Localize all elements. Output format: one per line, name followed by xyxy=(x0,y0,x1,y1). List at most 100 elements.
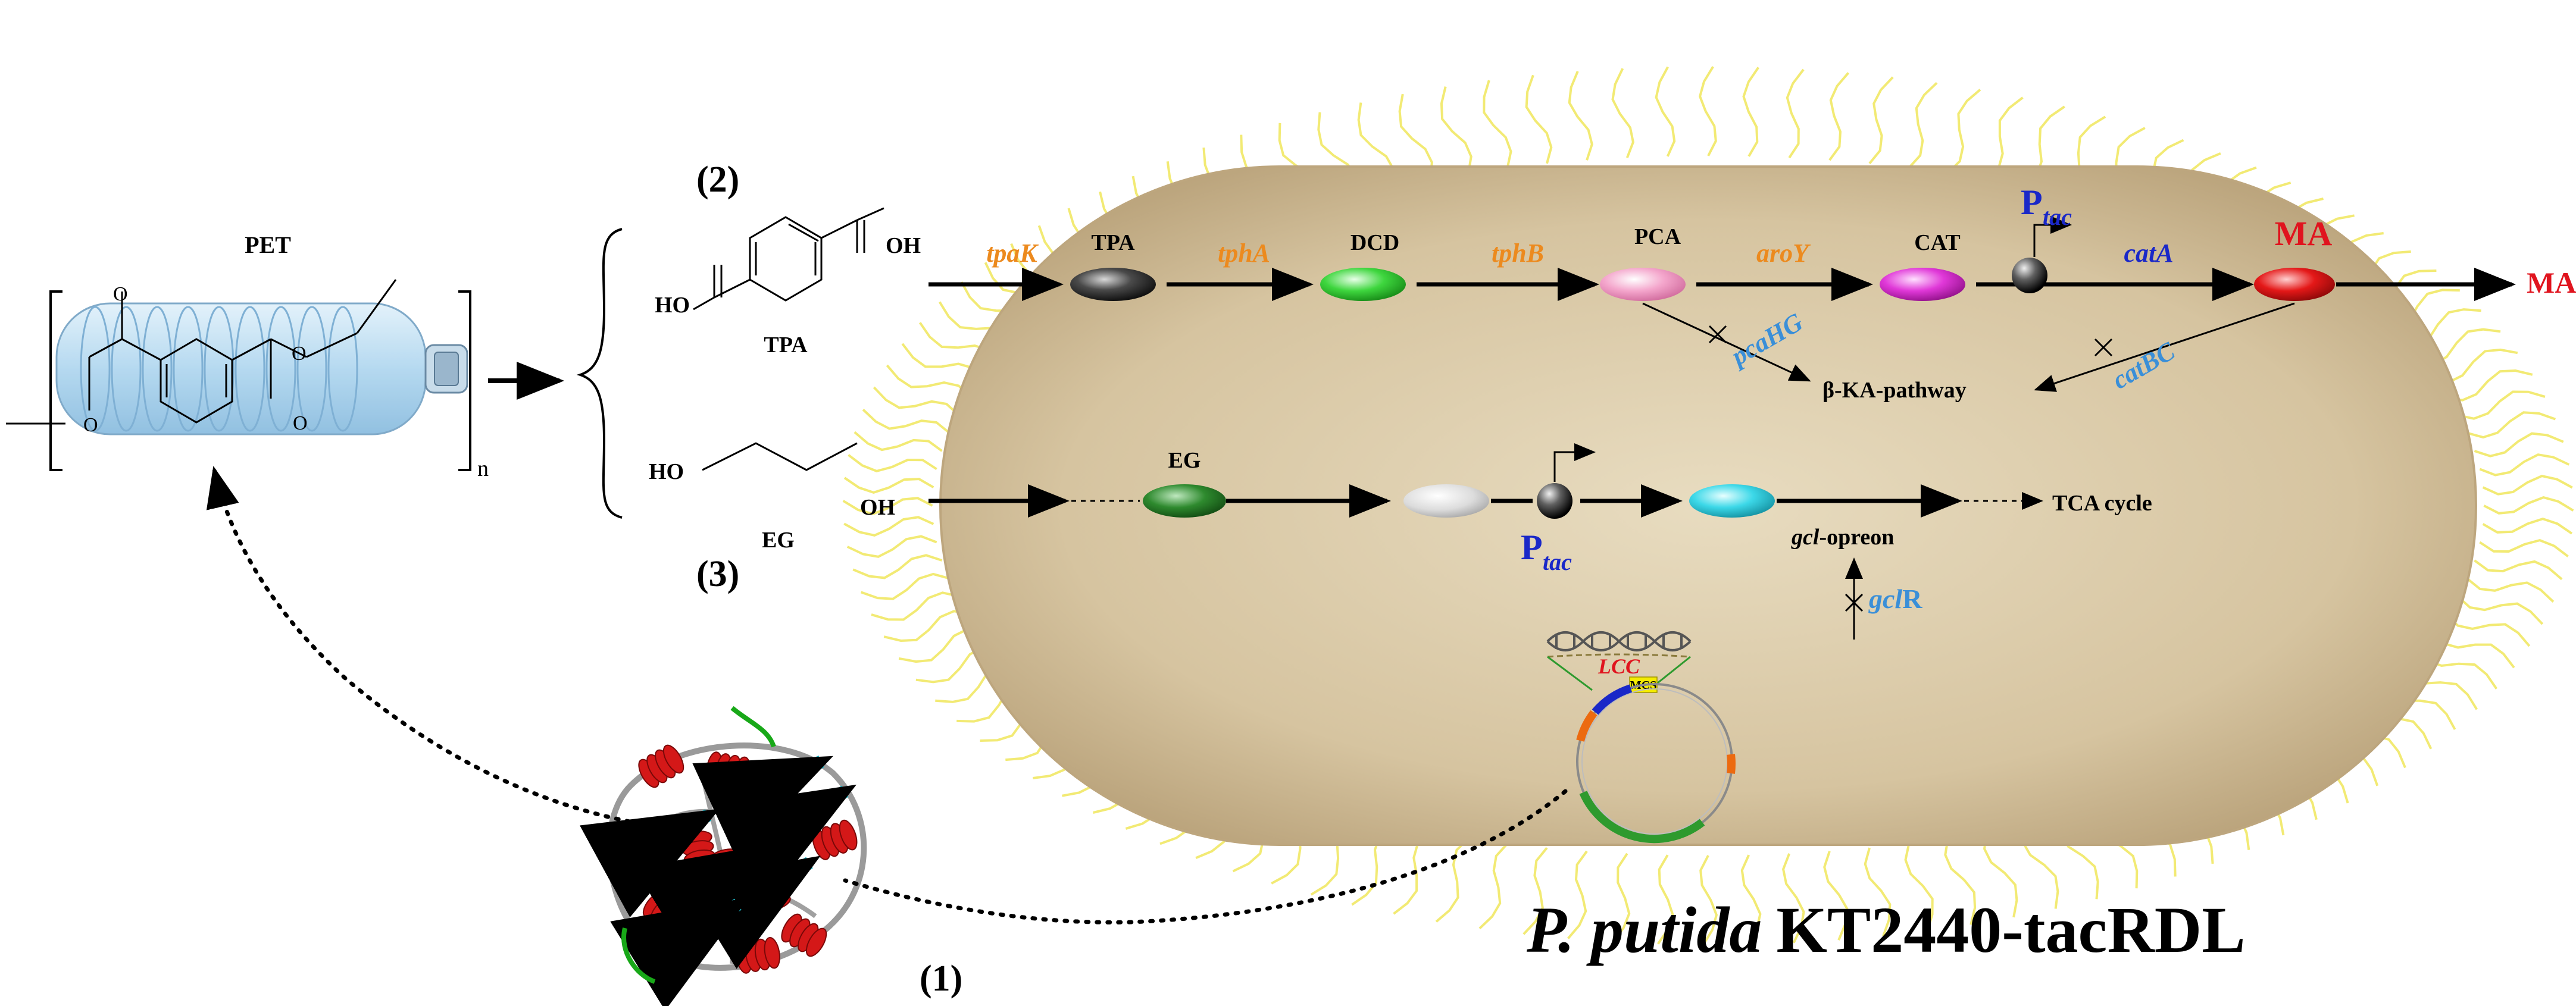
strain-name: KT2440-tacRDL xyxy=(1776,894,2245,966)
pet-o1: O xyxy=(83,414,98,436)
gclR-label: gclR xyxy=(1868,584,1922,614)
flagellum xyxy=(883,610,971,643)
flagellum xyxy=(2474,559,2563,581)
dotted-plasmid-to-enzyme xyxy=(843,789,1568,924)
pet-structure: PET n O O O O xyxy=(6,231,489,481)
plasmid: LCC MCS xyxy=(1546,631,1736,844)
flagellum xyxy=(2466,577,2555,603)
repeat-n: n xyxy=(477,456,489,481)
flagellum xyxy=(1944,838,1977,925)
plasmid-orange-segment-1 xyxy=(1576,710,1598,742)
flagellum xyxy=(1742,67,1759,157)
metabolite-eg: EG xyxy=(1168,448,1201,473)
promoter-ptac-2-p: P xyxy=(1521,528,1543,567)
alpha-helix xyxy=(736,936,780,974)
left-bracket xyxy=(49,290,62,471)
flagellum xyxy=(1828,72,1850,161)
eg-structure xyxy=(702,442,858,471)
flagellum xyxy=(1612,853,1631,943)
bottle-rib xyxy=(235,306,265,432)
flagellum xyxy=(2482,475,2573,496)
metabolite-tpa: TPA xyxy=(1091,230,1135,255)
metabolite-ma-out: MA xyxy=(2527,266,2576,299)
flagellum xyxy=(871,591,959,621)
flagellum xyxy=(1567,850,1588,939)
flagellum xyxy=(843,516,934,537)
bottle-rib xyxy=(327,306,358,432)
tpa-ho: HO xyxy=(655,293,690,318)
flagellum xyxy=(1483,80,1512,168)
flagellum xyxy=(1947,89,1981,174)
step-2-label: (2) xyxy=(696,159,739,200)
flagellum xyxy=(1786,68,1805,159)
bottle-rib xyxy=(296,306,327,432)
flagellum xyxy=(2445,613,2531,647)
bottle-rib xyxy=(142,306,173,432)
bottle-rib xyxy=(204,306,235,432)
step-3-label: (3) xyxy=(696,554,739,594)
flagellum xyxy=(1440,86,1473,174)
block-gclR xyxy=(1845,593,1864,612)
flagellum xyxy=(1398,93,1433,180)
flagellum xyxy=(848,454,937,473)
promoter-ptac-2-sub: tac xyxy=(1543,549,1572,575)
flagellum xyxy=(1525,74,1553,164)
bottle-rib xyxy=(265,306,296,432)
metabolite-pca: PCA xyxy=(1634,224,1681,249)
flagellum xyxy=(1523,847,1548,935)
pet-label: PET xyxy=(245,231,291,258)
pet-o4: O xyxy=(293,412,308,434)
step-1-label: (1) xyxy=(920,958,962,999)
bottle-rib xyxy=(80,306,111,432)
gcl-ellipse xyxy=(1689,484,1775,518)
flagellum xyxy=(2482,517,2573,535)
eg-oh: OH xyxy=(860,495,895,520)
flagellum xyxy=(1904,843,1934,932)
metabolite-cat: CAT xyxy=(1914,230,1960,255)
beta-ka-pathway: β-KA-pathway xyxy=(1822,378,1967,403)
eg-structure-name: EG xyxy=(762,528,795,553)
gcl-operon-italic: gcl xyxy=(1791,525,1820,550)
flagellum xyxy=(1478,842,1509,930)
gclR-rest: R xyxy=(1902,584,1922,614)
beta-sheet xyxy=(610,897,749,1006)
flagellum xyxy=(1908,82,1938,169)
flagellum xyxy=(1782,853,1805,944)
promoter-ptac-1-p: P xyxy=(2021,183,2043,222)
flagellum xyxy=(1823,851,1849,941)
flagellum xyxy=(1864,847,1892,937)
flagellum xyxy=(2457,390,2546,420)
flagellum xyxy=(854,431,943,452)
gene-tphA: tphA xyxy=(1218,239,1270,268)
alpha-helix xyxy=(706,751,751,789)
flagellum xyxy=(1655,66,1676,157)
lcc-enzyme-structure xyxy=(580,706,867,1006)
cat-ellipse xyxy=(1880,268,1965,301)
tca-cycle: TCA cycle xyxy=(2052,491,2152,516)
flagellum xyxy=(1698,65,1717,156)
tpa-structure-name: TPA xyxy=(764,333,808,358)
flagellum xyxy=(860,572,950,600)
eg-ho: HO xyxy=(649,459,684,484)
gene-tphB: tphB xyxy=(1492,239,1544,268)
gcl-operon-label: gcl-opreon xyxy=(1791,525,1894,550)
promoter-ball-2 xyxy=(1537,483,1573,519)
flagellum xyxy=(1611,68,1634,158)
alpha-helix xyxy=(812,819,858,860)
right-bracket xyxy=(458,290,471,471)
flagellum xyxy=(1983,832,2018,918)
bottle-icon xyxy=(55,302,468,435)
gene-tpaK: tpaK xyxy=(986,239,1039,268)
flagellum xyxy=(843,477,934,494)
tpa-ellipse xyxy=(1070,268,1156,301)
promoter-ball-1 xyxy=(2012,258,2047,293)
flagellum xyxy=(2474,432,2564,457)
plasmid-gene-lcc: LCC xyxy=(1598,654,1640,678)
metabolite-dcd: DCD xyxy=(1350,230,1399,255)
gene-aroY: aroY xyxy=(1756,239,1811,268)
mid-ellipse xyxy=(1403,484,1489,518)
pet-o3: O xyxy=(292,343,307,365)
promoter-arrow-1 xyxy=(2033,216,2072,257)
